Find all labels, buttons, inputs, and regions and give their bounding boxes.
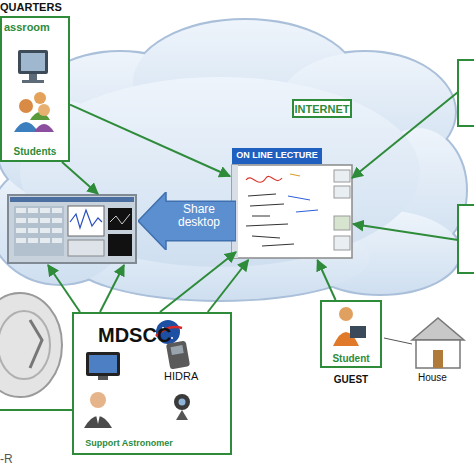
box-caption: Students [2, 146, 68, 157]
guest-box: StudentGUEST [320, 300, 382, 368]
place-label: House [418, 372, 468, 383]
role-label: Support Astronomer [74, 439, 184, 449]
link-arrow [70, 105, 230, 177]
students-icon [14, 92, 54, 132]
student-icon [333, 307, 366, 346]
box-fill [0, 16, 70, 162]
station-heading: MDSCC [98, 324, 168, 346]
box-caption: Student [322, 353, 380, 364]
internet-label: INTERNET [292, 99, 352, 118]
monitor-icon [86, 352, 120, 380]
cropped-label: -R [0, 453, 30, 466]
classroom-box: QUARTERSassroomStudents [0, 16, 70, 162]
box-fill [320, 300, 382, 368]
astronomer-icon [84, 392, 112, 428]
cropped-box [458, 205, 474, 273]
box-heading: assroom [4, 21, 70, 33]
cropped-box [458, 60, 474, 126]
webcam-icon [174, 394, 190, 420]
house-icon [384, 318, 464, 368]
share-arrow: Share desktop [138, 192, 236, 250]
box-fill [72, 312, 232, 455]
antenna-dish [0, 293, 72, 410]
box-subheading: GUEST [320, 374, 382, 385]
station-box: MDSCC HIDRA Support Astronomer [72, 312, 232, 455]
link-line [48, 92, 458, 312]
link-arrow [208, 260, 249, 312]
desktop-screenshot [8, 195, 136, 263]
arrow-label: Share desktop [168, 203, 230, 229]
link-arrow [317, 260, 335, 300]
panel-heading: ON LINE LECTURE [232, 148, 322, 164]
hidra-device [166, 340, 190, 369]
arrow-shape [138, 192, 236, 250]
box-heading: INTERNET [294, 103, 350, 115]
whiteboard-screenshot [232, 165, 352, 258]
lecture-panel: ON LINE LECTURE [230, 148, 354, 260]
device-label: HIDRA [164, 370, 214, 382]
site-heading: QUARTERS [0, 1, 90, 13]
monitor-icon [18, 50, 48, 83]
